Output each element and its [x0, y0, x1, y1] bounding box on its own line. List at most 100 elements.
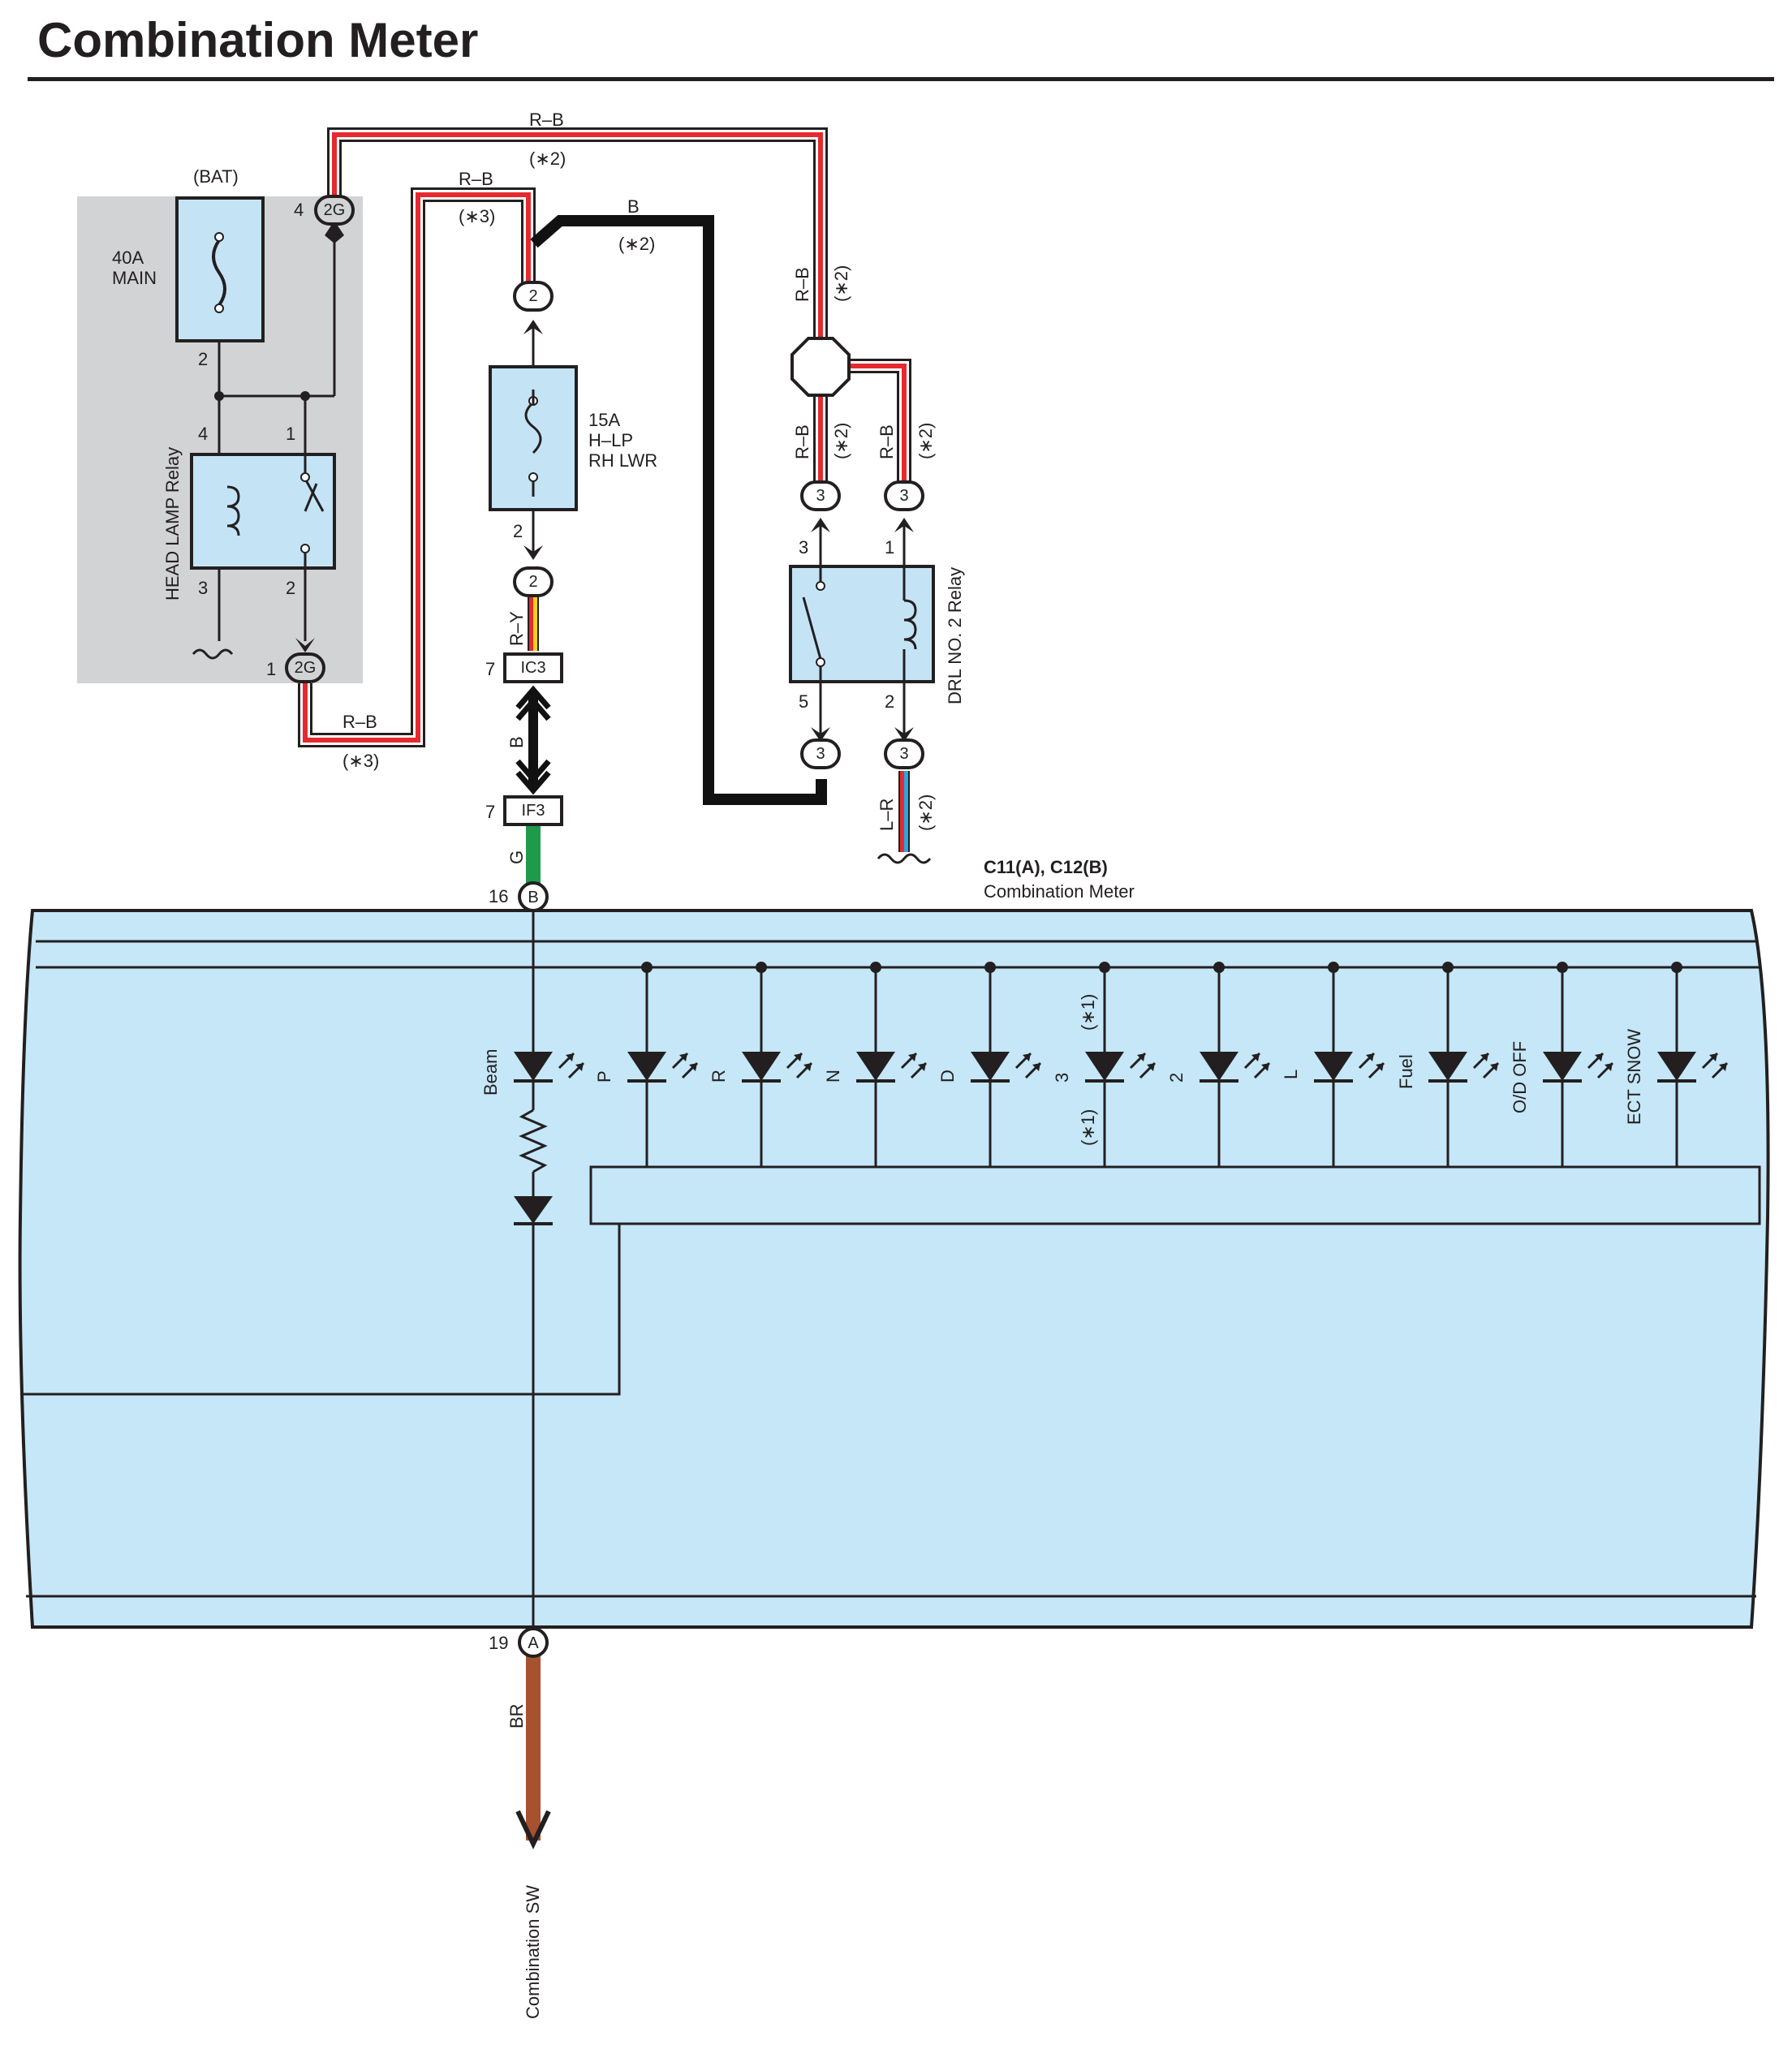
3-label: 3 [1052, 1073, 1072, 1083]
fuse-name-line1: H–LP [588, 430, 633, 450]
pin-label: 4 [198, 424, 208, 444]
hlp-fuse [489, 365, 578, 511]
svg-text:3: 3 [899, 487, 908, 505]
wire-note: (∗2) [831, 423, 851, 459]
wire-note: (∗2) [529, 149, 566, 169]
main-fuse [175, 196, 265, 342]
arrow-down [295, 638, 315, 652]
wire-label: G [506, 850, 527, 864]
drl-relay-label: DRL NO. 2 Relay [945, 567, 965, 704]
wire-g [526, 825, 541, 897]
connector-3-lower-left: 3 [800, 738, 841, 769]
fuse-rating: 15A [588, 410, 620, 430]
pin-label: 1 [286, 424, 295, 444]
svg-text:2: 2 [528, 573, 537, 591]
r-label: R [709, 1070, 729, 1083]
wire-ry [528, 597, 539, 651]
wire-note: (∗2) [831, 265, 851, 302]
main-fuse-rating: 40A [112, 248, 144, 268]
svg-text:3: 3 [816, 487, 825, 505]
combination-sw-arrow [515, 1810, 551, 1849]
wire-label: R–B [877, 424, 897, 459]
main-fuse-name: MAIN [112, 268, 157, 288]
wire-label: R–B [459, 169, 493, 189]
pin-label: 7 [485, 659, 495, 679]
arrow-up [325, 221, 344, 243]
svg-text:2G: 2G [324, 201, 346, 219]
svg-text:A: A [528, 1634, 539, 1652]
combination-meter-body [18, 909, 1770, 1629]
wire-label: R–B [792, 267, 812, 302]
pin-label: 2 [286, 578, 295, 598]
pin-label: 4 [294, 200, 304, 220]
wire-label: R–B [529, 110, 564, 130]
title-rule [28, 77, 1774, 81]
splice-dot [214, 391, 224, 401]
wire-rb-right [844, 359, 911, 495]
wire-b-mid [515, 685, 551, 795]
drl-no2-relay [789, 565, 935, 683]
svg-text:B: B [528, 889, 538, 906]
pin-label: 2 [885, 691, 894, 712]
arrow-down [894, 727, 914, 742]
head-lamp-relay [190, 453, 336, 570]
connector-meter-a: A [518, 1627, 549, 1658]
l-label: L [1281, 1070, 1301, 1079]
pin-label: 2 [198, 349, 208, 369]
bat-label: (BAT) [193, 166, 239, 187]
wire-label: BR [506, 1703, 527, 1729]
pin-label: 5 [799, 691, 808, 712]
beam-label: Beam [480, 1049, 501, 1096]
connector-3-upper-left: 3 [800, 480, 841, 511]
p-label: P [594, 1070, 614, 1083]
fuel-label: Fuel [1396, 1054, 1416, 1089]
wire-lr [877, 771, 932, 864]
pin-label: 7 [485, 802, 495, 822]
wire-note: (∗2) [618, 234, 655, 254]
pin-label: 1 [885, 537, 894, 558]
connector-2-bottom: 2 [513, 566, 554, 597]
wire-note: (∗2) [915, 423, 936, 459]
svg-text:IC3: IC3 [520, 659, 545, 677]
page-title: Combination Meter [37, 13, 478, 67]
pin-label: 16 [489, 886, 508, 906]
svg-text:3: 3 [816, 745, 825, 763]
wire-rb-mid [298, 187, 536, 747]
wire-note: (∗2) [915, 794, 936, 831]
svg-text:2G: 2G [295, 659, 317, 677]
connector-2-top: 2 [513, 281, 554, 312]
wire-label: L–R [877, 799, 897, 831]
d-label: D [937, 1070, 958, 1083]
wire-note: (∗3) [342, 751, 379, 771]
wire-label: B [506, 736, 527, 748]
2-label: 2 [1166, 1073, 1187, 1083]
od-off-label: O/D OFF [1510, 1041, 1530, 1113]
arrow-down [811, 727, 830, 742]
ect-snow-label: ECT SNOW [1624, 1029, 1644, 1125]
wire-note: (∗3) [459, 206, 495, 226]
meter-connectors-label: C11(A), C12(B) [984, 857, 1108, 877]
svg-text:IF3: IF3 [522, 802, 545, 820]
pin-label: 3 [198, 578, 208, 598]
pin-label: 19 [489, 1633, 508, 1653]
pin-label: 1 [266, 659, 276, 679]
splice-dot [300, 391, 310, 401]
3-note-top: (∗1) [1078, 994, 1098, 1031]
meter-internal-wiring [23, 911, 1761, 1642]
head-lamp-relay-label: HEAD LAMP Relay [162, 447, 183, 601]
wire-label: R–B [792, 424, 812, 459]
svg-text:3: 3 [899, 745, 908, 763]
fuse-name-line2: RH LWR [588, 450, 657, 471]
connector-2g-top: 2G [314, 195, 355, 226]
drl-relay-leads [819, 523, 906, 737]
wire-rb-top [327, 127, 828, 361]
wire-label: R–B [342, 712, 377, 732]
svg-text:2: 2 [528, 287, 537, 305]
connector-3-upper-right: 3 [884, 480, 924, 511]
wire-b-top [530, 215, 827, 805]
n-label: N [823, 1070, 843, 1083]
meter-name-label: Combination Meter [984, 881, 1135, 902]
connector-2g-bottom: 2G [285, 652, 325, 683]
arrow-down [523, 545, 543, 560]
